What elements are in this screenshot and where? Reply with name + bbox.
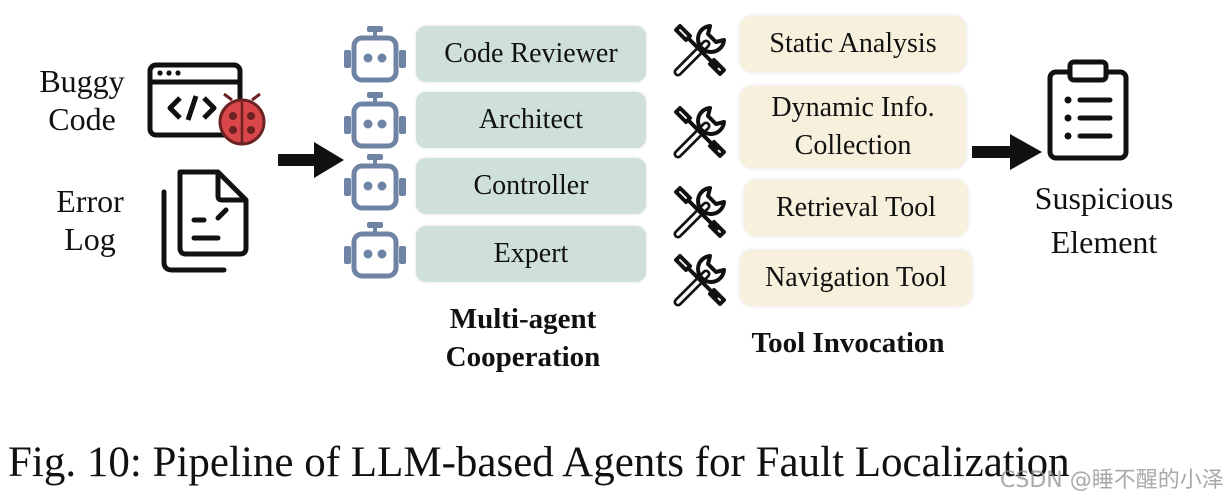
- agent-architect: Architect: [416, 92, 646, 148]
- robot-icon: [344, 222, 406, 279]
- input-arrow: [278, 142, 344, 178]
- figure-caption: Fig. 10: Pipeline of LLM-based Agents fo…: [8, 439, 1070, 486]
- tool-navigation: Navigation Tool: [740, 250, 972, 306]
- tools-icon: [673, 254, 726, 307]
- tools-icon: [673, 106, 726, 159]
- tool-retrieval: Retrieval Tool: [744, 180, 968, 236]
- agents-section-title: Multi-agent Cooperation: [445, 303, 601, 373]
- buggy-code-label: Buggy Code: [39, 63, 125, 137]
- agent-controller: Controller: [416, 158, 646, 214]
- clipboard-icon: [1047, 59, 1129, 161]
- tools-section-title: Tool Invocation: [751, 327, 945, 359]
- robot-icon: [344, 26, 406, 83]
- tools-icon: [673, 24, 726, 77]
- tool-dynamic-info-collection: Dynamic Info. Collection: [740, 86, 966, 168]
- robot-icon: [344, 92, 406, 149]
- agent-expert: Expert: [416, 226, 646, 282]
- output-arrow: [972, 134, 1042, 170]
- suspicious-element-label: Suspicious Element: [1034, 180, 1174, 260]
- robot-icon: [344, 154, 406, 211]
- bug-icon: [218, 92, 266, 146]
- tools-icon: [673, 186, 726, 239]
- error-log-label: Error Log: [56, 183, 124, 257]
- document-icon: [161, 169, 249, 273]
- watermark: CSDN @睡不醒的小泽: [1000, 468, 1224, 493]
- agent-code-reviewer: Code Reviewer: [416, 26, 646, 82]
- tool-static-analysis: Static Analysis: [740, 16, 966, 72]
